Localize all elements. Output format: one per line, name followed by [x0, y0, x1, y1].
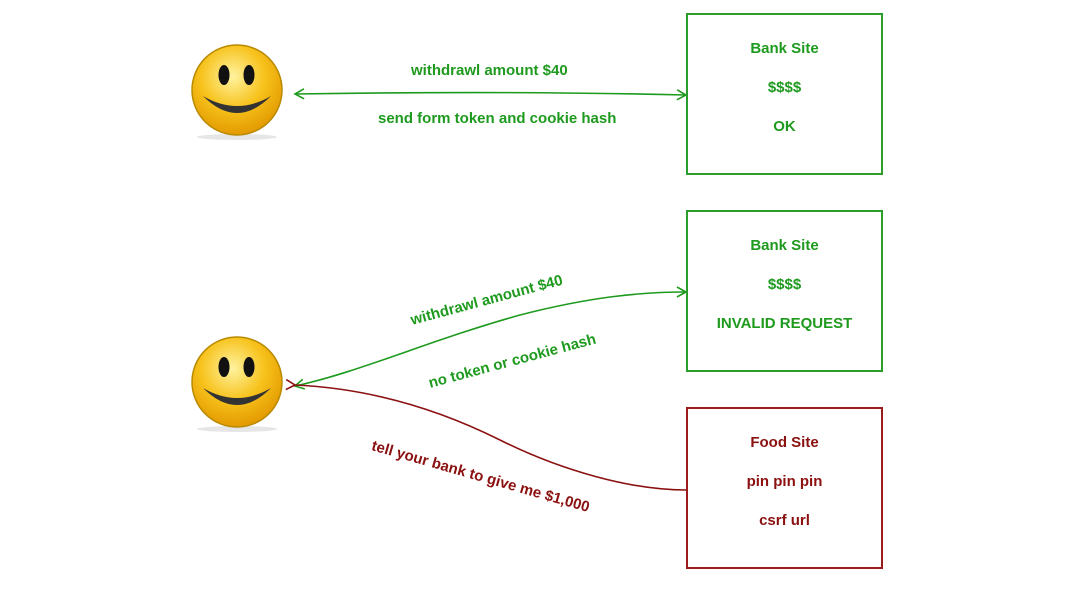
smiley-face-icon [191, 44, 283, 140]
bank-site-box-invalid: Bank Site $$$$ INVALID REQUEST [686, 210, 883, 372]
connector-label-middle-request: withdrawl amount $40 [408, 271, 565, 329]
food-site-box: Food Site pin pin pin csrf url [686, 407, 883, 569]
connector-label-top-request: withdrawl amount $40 [411, 62, 568, 79]
connector-label-bottom-attack: tell your bank to give me $1,000 [369, 437, 592, 516]
box-title: Bank Site [750, 40, 819, 57]
box-line-money: $$$$ [767, 276, 802, 293]
connector-label-top-token: send form token and cookie hash [378, 110, 617, 127]
bank-site-box-ok: Bank Site $$$$ OK [686, 13, 883, 175]
connector-label-middle-no-token: no token or cookie hash [426, 330, 598, 392]
box-line-pins: pin pin pin [746, 473, 823, 490]
box-line-csrf-url: csrf url [759, 512, 810, 529]
box-title: Bank Site [750, 237, 819, 254]
box-status: OK [773, 118, 796, 135]
box-status: INVALID REQUEST [716, 315, 853, 332]
arrow-top-bidirectional [293, 88, 688, 101]
box-title: Food Site [750, 434, 819, 451]
smiley-face-icon [191, 336, 283, 432]
box-line-money: $$$$ [767, 79, 802, 96]
